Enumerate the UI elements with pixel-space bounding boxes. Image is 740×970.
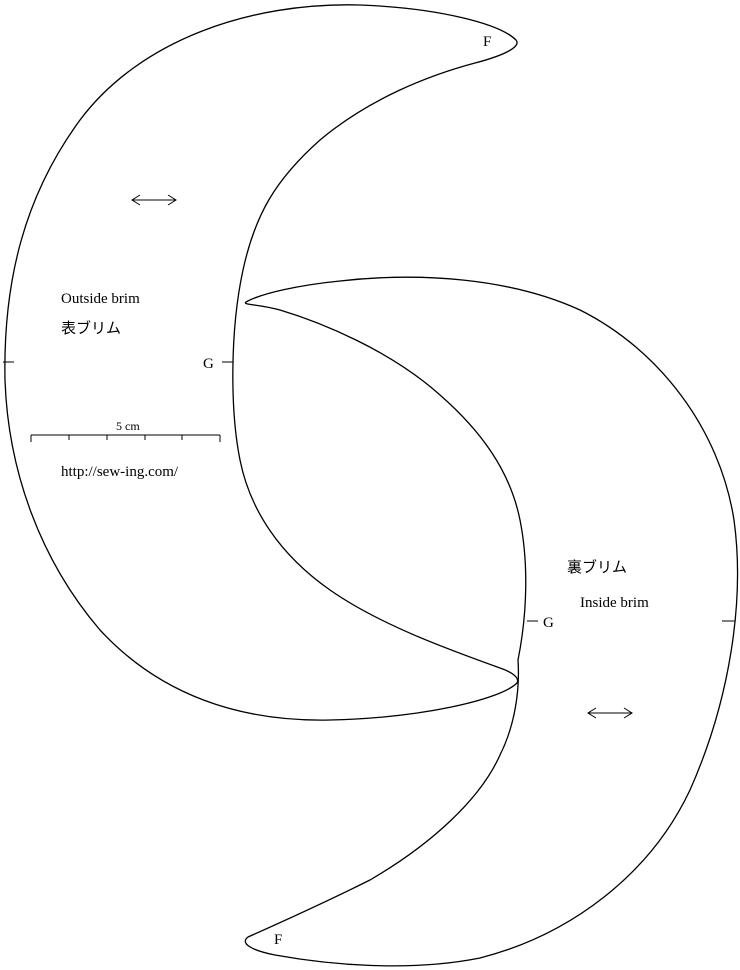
inside-brim-outline [244,276,739,967]
outside-mark-f: F [483,34,491,50]
inside-grainline-icon [587,707,633,719]
inside-mark-f: F [274,932,282,948]
inside-mark-g: G [543,615,554,631]
inside-name-en: Inside brim [580,595,649,611]
scale-bar [30,434,221,442]
inside-name-ja: 裏ブリム [567,558,627,576]
outside-name-ja: 表ブリム [61,319,121,337]
outside-grainline-icon [131,194,177,206]
outside-name-en: Outside brim [61,291,140,307]
scale-label: 5 cm [116,419,140,433]
outside-mark-g: G [203,356,214,372]
source-url: http://sew-ing.com/ [61,464,179,480]
outside-brim-outline [4,4,519,721]
